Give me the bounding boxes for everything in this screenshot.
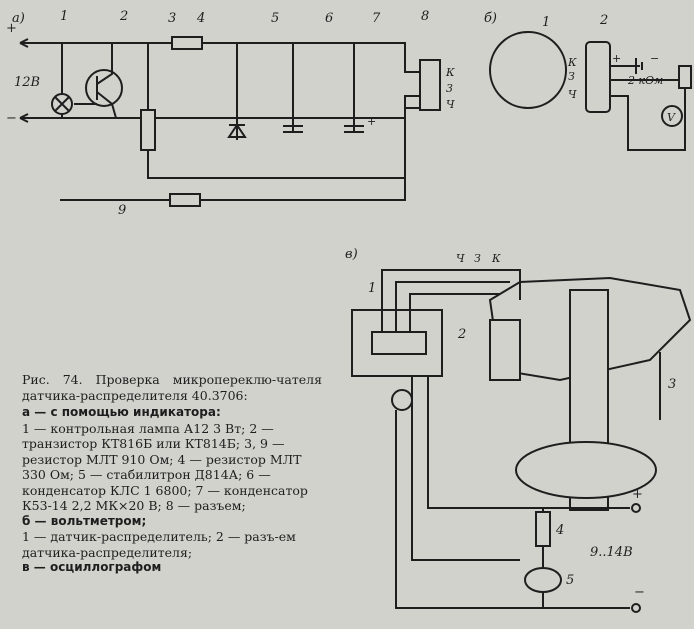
connector-8 [419,59,441,111]
label-9: 9 [118,203,126,218]
label-1: 1 [60,9,68,24]
pin-b-4: Ч [568,88,577,101]
label-c3: 3 [668,377,676,392]
pin-3: 3 [446,82,453,95]
caption-a-head: а — с помощью индикатора: [22,405,221,419]
distributor-1 [489,31,567,109]
resistor-9 [169,193,201,207]
oscillograph [524,567,562,593]
caption-c-head: в — осциллографом [22,560,162,574]
voltmeter-label: V [667,111,676,124]
label-c5: 5 [566,573,574,588]
label-c1: 1 [368,281,376,296]
pin-k: К [445,66,455,79]
label-b2: 2 [599,13,608,28]
label-3: 3 [168,11,176,26]
resistor-b: 2 кОм [627,74,663,87]
pin-4: Ч [446,98,455,111]
wire-label-k: К [491,252,501,265]
diagram-a: a) + К 3 Ч 1 [6,9,455,218]
panel-label-a: a) [12,11,25,26]
label-7: 7 [372,11,381,26]
minus-c: − [634,585,645,600]
caption-a-body: 1 — контрольная лампа А12 3 Вт; 2 — тран… [22,420,308,514]
label-c4: 4 [555,523,564,538]
pin-b-k: К [567,56,577,69]
resistor-4 [171,36,203,50]
plus-a: + [6,21,17,36]
label-6: 6 [325,11,333,26]
voltage-a: 12В [14,75,40,90]
minus-b: − [650,52,659,65]
wire-label-ch: Ч [456,252,465,265]
caption-title: Рис. 74. Проверка микропереклю-чателя да… [22,372,322,403]
label-c2: 2 [457,327,466,342]
panel-label-c: в) [345,247,358,262]
resistor-3 [140,109,156,151]
voltmeter [661,105,683,127]
voltage-c: 9..14В [590,545,633,560]
transistor-2 [85,69,123,107]
label-5: 5 [271,11,279,26]
pin-b-3: З [568,70,575,83]
connector-b2 [585,41,611,113]
resistor-c4 [535,511,551,547]
label-2: 2 [119,9,128,24]
panel-label-b: б) [484,11,497,26]
label-4: 4 [196,11,205,26]
plus-c: + [632,487,643,502]
diagram-b: б) 1 2 К З Ч + − 2 кОм V [484,11,692,151]
label-8: 8 [421,9,429,24]
cap-plus: + [367,115,376,128]
caption-b-body: 1 — датчик-распределитель; 2 — разъ-ем д… [22,529,296,560]
label-b1: 1 [542,15,550,30]
wire-label-z: З [474,252,481,265]
caption-b-head: б — вольтметром; [22,513,147,528]
figure-caption: Рис. 74. Проверка микропереклю-чателя да… [22,372,322,576]
minus-a: − [6,111,17,126]
plus-b: + [612,52,621,65]
diagram-c: в) 3 1 2 Ч З К 4 5 + − 9..14В [345,247,692,613]
